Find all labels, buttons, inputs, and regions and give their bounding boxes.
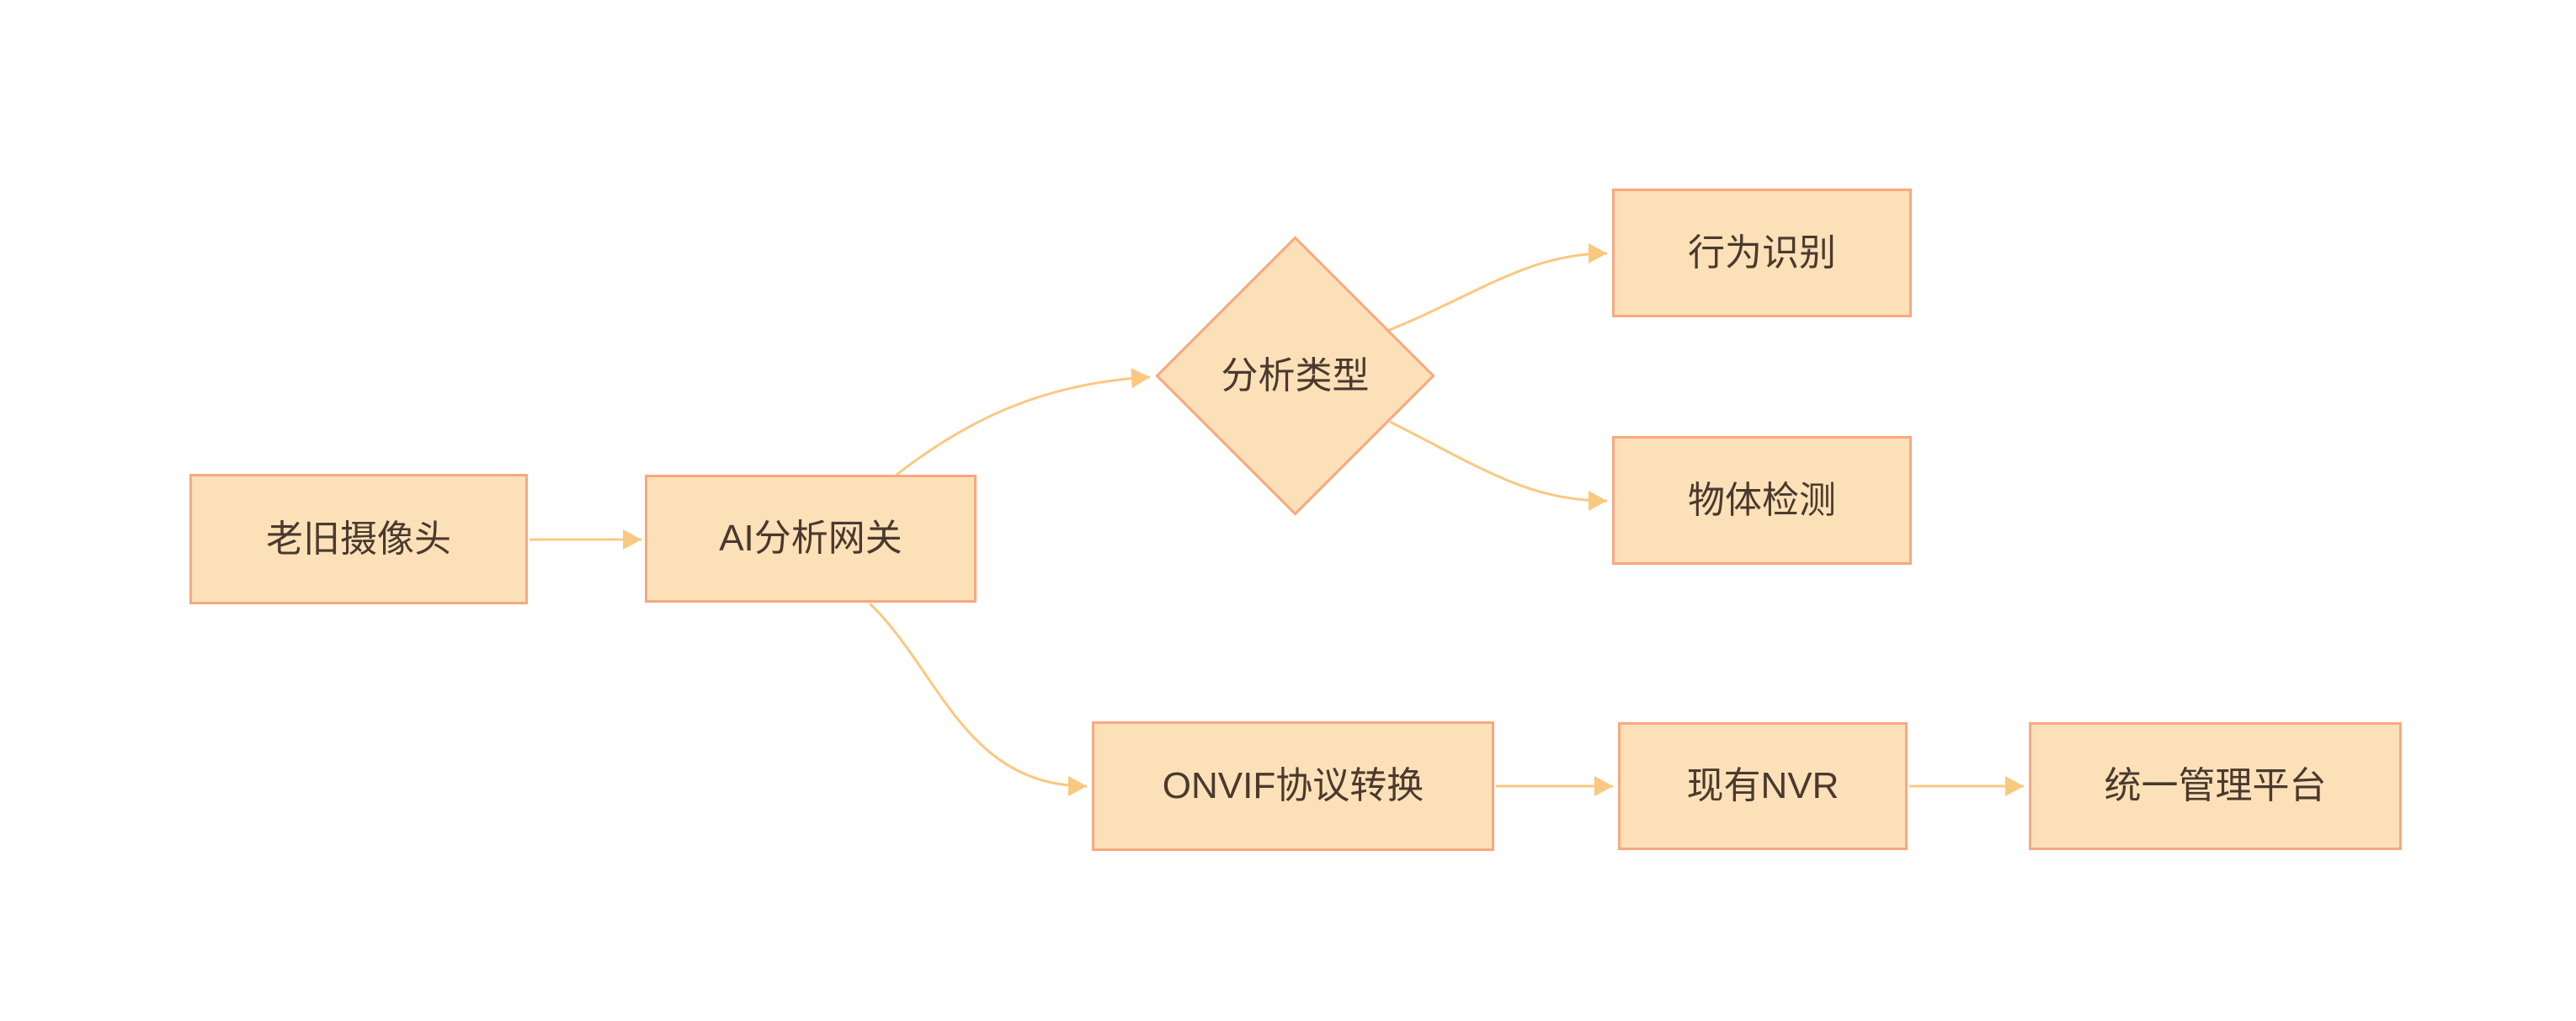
node-analysis-type-label: 分析类型 <box>1154 236 1436 516</box>
edge-decision-to-object <box>1389 420 1608 511</box>
node-object-detection-label: 物体检测 <box>1688 479 1836 521</box>
node-analysis-type-text: 分析类型 <box>1221 354 1370 396</box>
node-onvif-protocol-conversion: ONVIF协议转换 <box>1092 721 1494 851</box>
node-object-detection: 物体检测 <box>1612 436 1912 565</box>
node-ai-analysis-gateway-label: AI分析网关 <box>719 518 902 559</box>
node-unified-management-platform-label: 统一管理平台 <box>2104 765 2327 806</box>
node-existing-nvr: 现有NVR <box>1618 722 1908 850</box>
node-ai-analysis-gateway: AI分析网关 <box>645 475 977 603</box>
node-legacy-cameras-label: 老旧摄像头 <box>266 518 451 560</box>
node-existing-nvr-label: 现有NVR <box>1686 765 1839 806</box>
edge-decision-to-behavior <box>1386 243 1608 332</box>
edge-gateway-to-decision <box>896 368 1151 476</box>
node-onvif-protocol-conversion-label: ONVIF协议转换 <box>1162 765 1424 806</box>
node-behavior-recognition-label: 行为识别 <box>1688 231 1836 274</box>
edge-gateway-to-onvif <box>868 602 1088 796</box>
node-unified-management-platform: 统一管理平台 <box>2029 722 2402 850</box>
node-legacy-cameras: 老旧摄像头 <box>189 474 528 604</box>
node-behavior-recognition: 行为识别 <box>1612 189 1912 317</box>
